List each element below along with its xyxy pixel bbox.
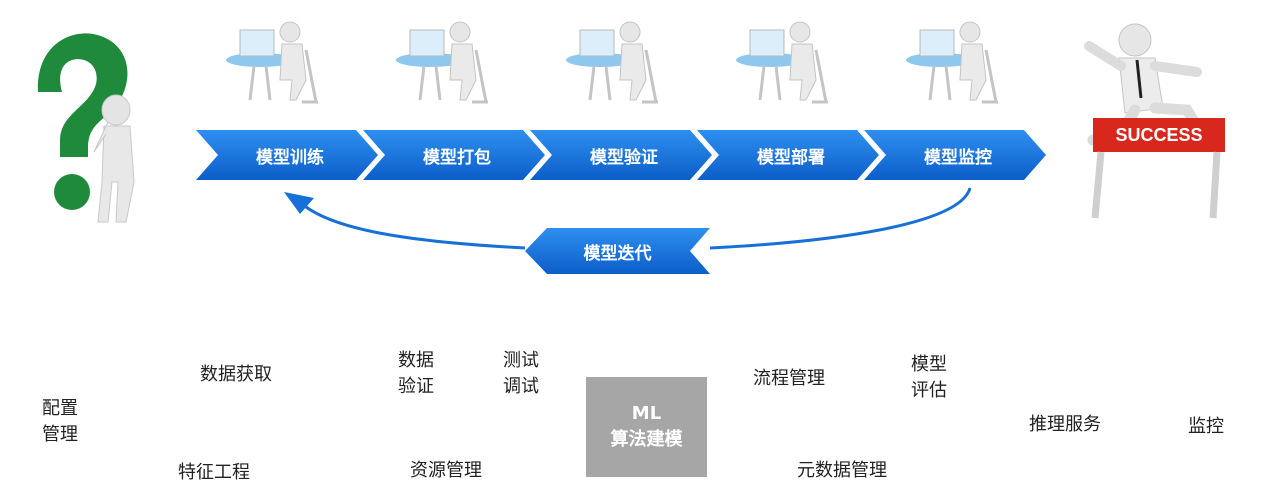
monitoring-label: 监控 <box>1188 416 1224 437</box>
data-validation-label: 数据 验证 <box>398 350 434 397</box>
test-debug-label: 测试 调试 <box>503 350 539 397</box>
stage-label-monitoring: 模型监控 <box>924 147 992 168</box>
process-management-label: 流程管理 <box>753 368 825 389</box>
config-management-label: 配置 管理 <box>42 398 78 445</box>
desk-worker-icon <box>396 21 488 104</box>
feature-engineering-label: 特征工程 <box>178 462 250 483</box>
feedback-loop-arrow <box>284 187 972 250</box>
stage-chevron <box>697 130 879 180</box>
metadata-management-label: 元数据管理 <box>797 460 887 481</box>
stage-label-validation: 模型验证 <box>590 147 658 168</box>
question-thinker-icon <box>37 33 135 223</box>
stage-chevron <box>363 130 545 180</box>
iteration-chevron <box>525 228 710 274</box>
iteration-label: 模型迭代 <box>583 243 652 264</box>
stage-label-deployment: 模型部署 <box>757 147 825 168</box>
ml-algorithm-box: ML 算法建模 <box>586 377 707 477</box>
desk-worker-icon <box>226 21 318 104</box>
data-acquisition-label: 数据获取 <box>200 364 272 385</box>
stage-label-packaging: 模型打包 <box>423 147 491 168</box>
desk-worker-icon <box>906 21 998 104</box>
stage-chevron <box>864 130 1046 180</box>
stage-chevron <box>530 130 712 180</box>
desk-worker-icon <box>566 21 658 104</box>
success-sign-text: SUCCESS <box>1115 124 1203 145</box>
inference-service-label: 推理服务 <box>1029 414 1101 435</box>
resource-management-label: 资源管理 <box>410 460 482 481</box>
success-hurdler-icon <box>1084 23 1225 219</box>
stage-chevron <box>196 130 378 180</box>
desk-worker-icon <box>736 21 828 104</box>
stage-label-training: 模型训练 <box>256 147 324 168</box>
model-evaluation-label: 模型 评估 <box>911 354 947 401</box>
